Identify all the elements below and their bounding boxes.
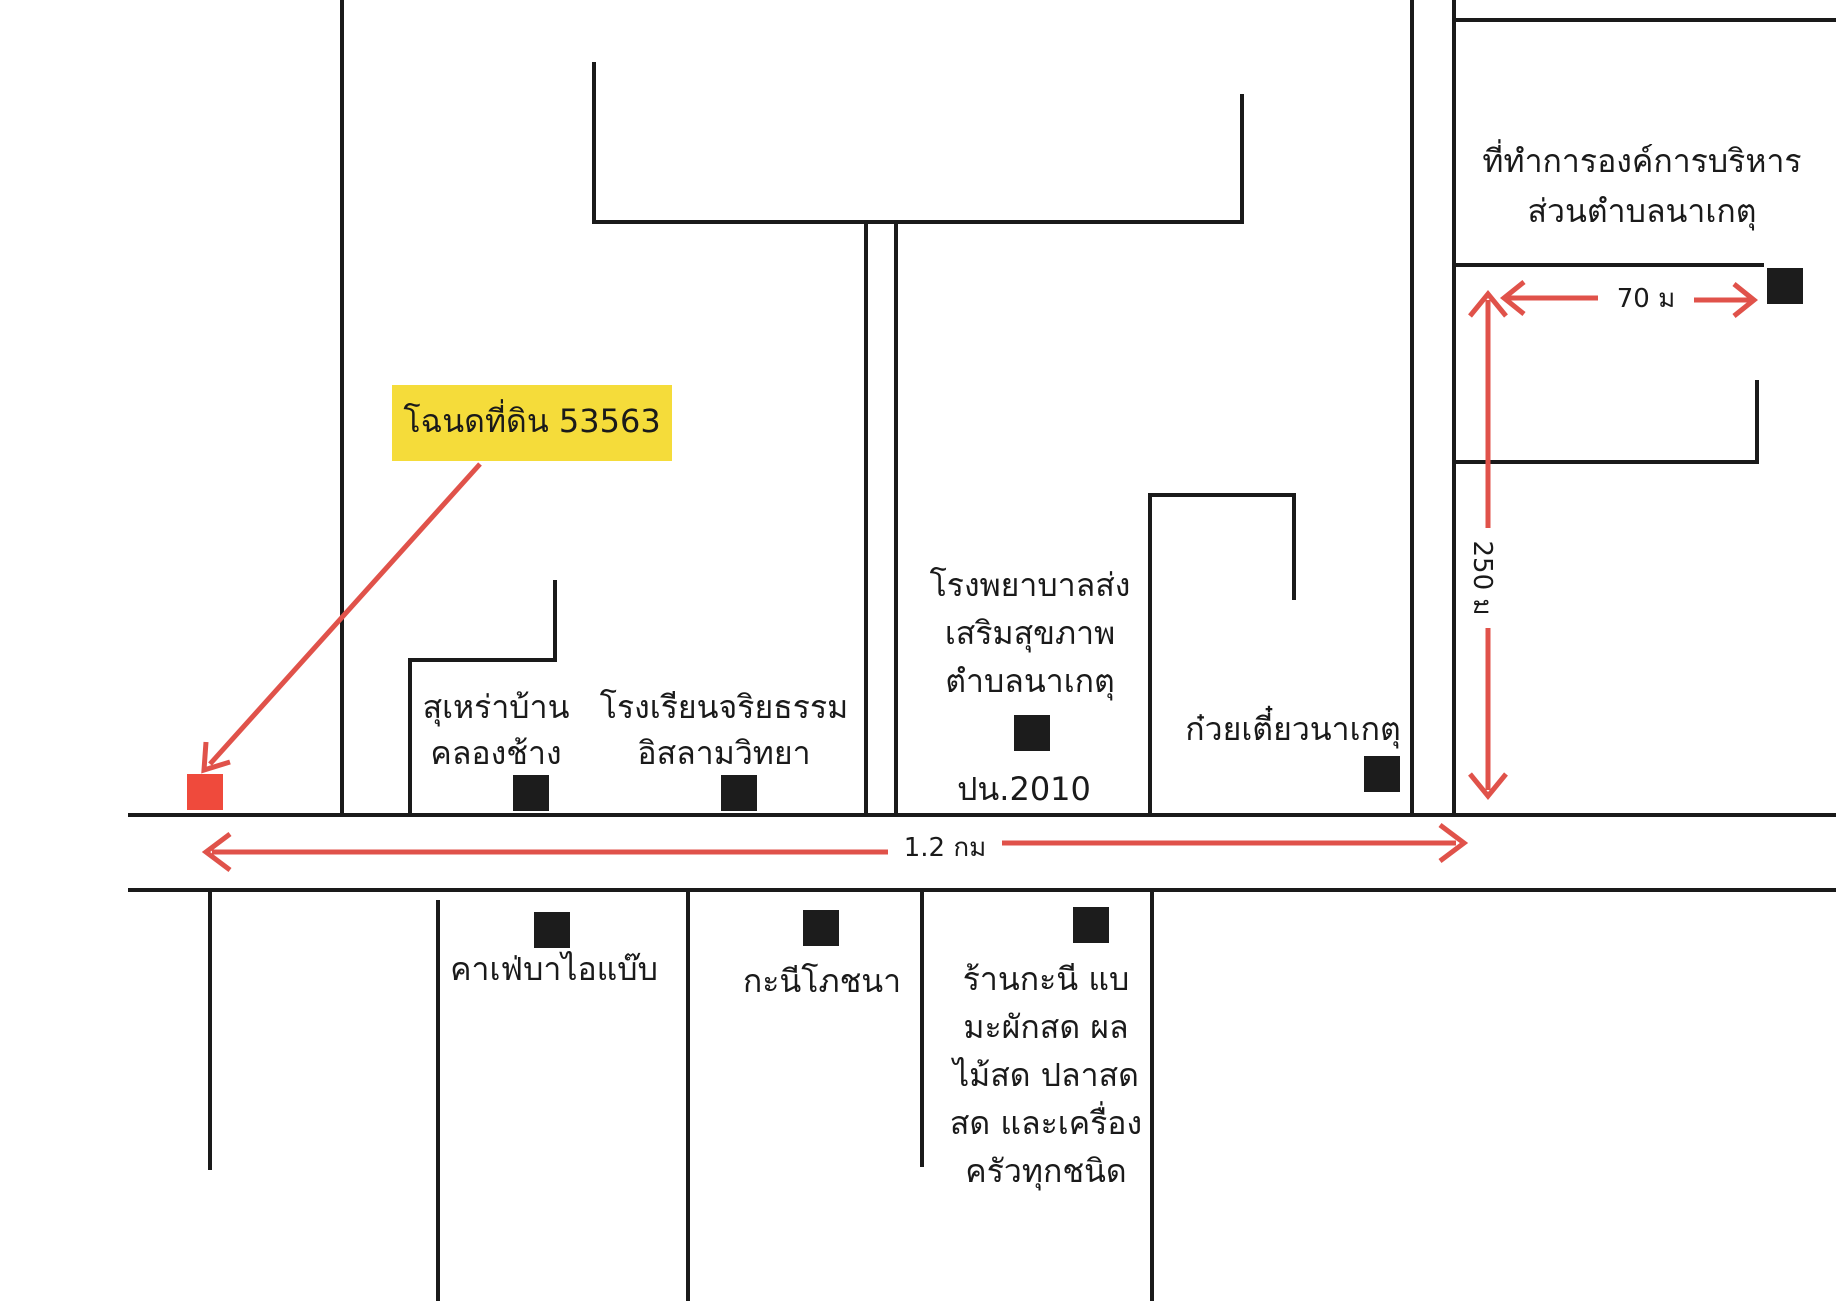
school-label-2: อิสลามวิทยา <box>637 734 810 772</box>
target-marker <box>187 774 223 810</box>
kanee-shop-marker <box>1073 907 1109 943</box>
side-road-distance-label: 250 ม <box>1467 540 1497 615</box>
sao-office-label-1: ที่ทำการองค์การบริหาร <box>1482 139 1801 180</box>
noodle-shop-marker <box>1364 756 1400 792</box>
liquor-store-marker <box>513 775 549 811</box>
hospital-label-1: โรงพยาบาลส่ง <box>930 566 1131 604</box>
place-labels: ที่ทำการองค์การบริหาร ส่วนตำบลนาเกตุ สุเ… <box>423 139 1802 1191</box>
lower-roads <box>208 888 1154 1301</box>
hospital-marker <box>1014 715 1050 751</box>
kanee-shop-label-4: สด และเครื่อง <box>950 1101 1142 1142</box>
distance-arrow-office: 70 ม <box>1499 280 1759 318</box>
cafe-marker <box>534 912 570 948</box>
kanee-shop-label-3: ไม้สด ปลาสด <box>950 1056 1139 1094</box>
title-label: โฉนดที่ดิน 53563 <box>392 385 672 461</box>
upper-roads <box>340 0 1836 817</box>
kanee-shop-label-1: ร้านกะนี แบ <box>963 960 1130 998</box>
hospital-label-2: เสริมสุขภาพ <box>945 614 1115 653</box>
main-road <box>128 813 1836 892</box>
sao-office-marker <box>1767 268 1803 304</box>
title-highlight <box>392 385 672 461</box>
liquor-store-label-2: คลองช้าง <box>430 734 561 772</box>
sao-office-label-2: ส่วนตำบลนาเกตุ <box>1528 192 1757 231</box>
pointer-arrow <box>201 462 482 774</box>
office-distance-label: 70 ม <box>1617 284 1676 314</box>
poi-markers <box>513 268 1803 948</box>
distance-arrow-road: 1.2 กม <box>201 823 1469 872</box>
distance-arrow-side-road: 250 ม <box>1467 290 1508 800</box>
title-text: โฉนดที่ดิน 53563 <box>403 399 660 440</box>
kanee-shop-label-2: มะผักสด ผล <box>963 1008 1128 1046</box>
cafe-label: คาเฟ่บาไอแบ๊บ <box>450 950 658 988</box>
kanee-food-marker <box>803 910 839 946</box>
hospital-label-3: ตำบลนาเกตุ <box>945 662 1115 701</box>
hospital-code-label: ปน.2010 <box>957 770 1091 808</box>
liquor-store-label-1: สุเหร่าบ้าน <box>423 688 570 727</box>
school-marker <box>721 775 757 811</box>
road-distance-label: 1.2 กม <box>904 833 987 863</box>
school-label-1: โรงเรียนจริยธรรม <box>600 688 848 726</box>
kanee-food-label: กะนีโภชนา <box>743 962 901 1000</box>
kanee-shop-label-5: ครัวทุกชนิด <box>965 1152 1126 1191</box>
noodle-shop-label: ก๋วยเตี๋ยวนาเกตุ <box>1185 705 1400 749</box>
